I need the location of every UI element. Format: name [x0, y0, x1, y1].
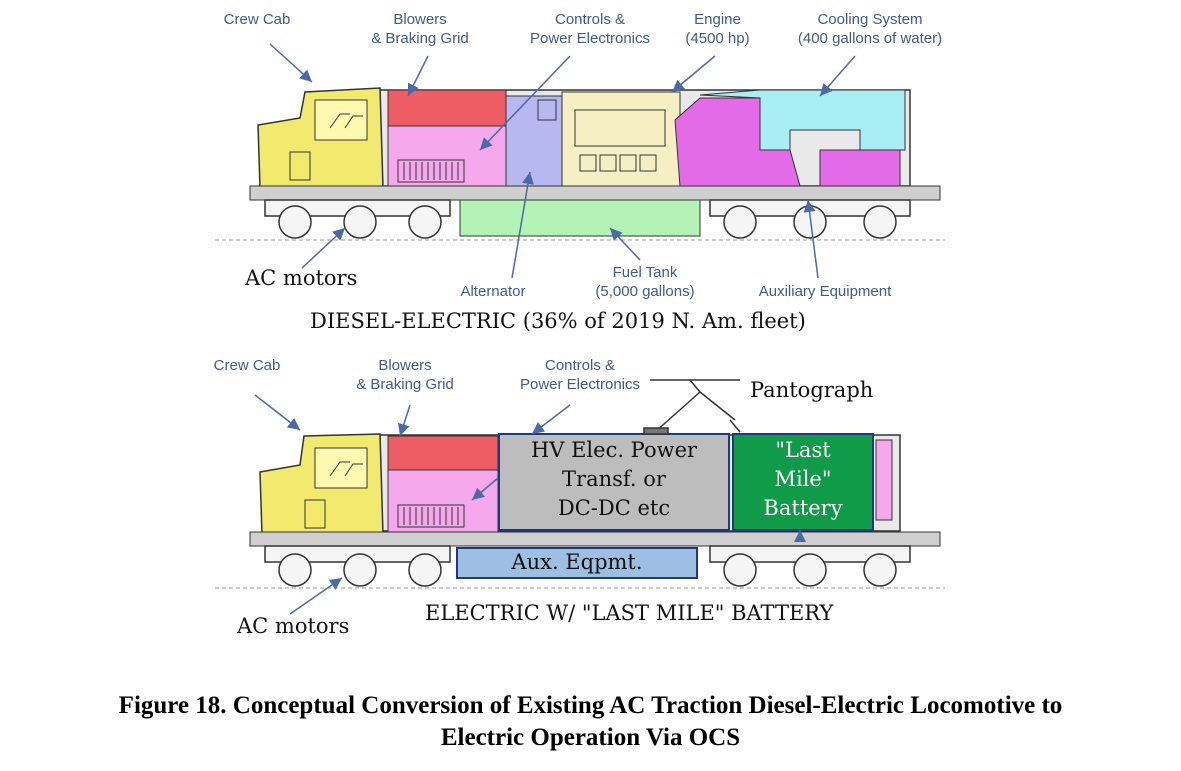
diesel-label-engine: Engine (4500 hp)	[685, 11, 750, 47]
electric-label-pantograph: Pantograph	[750, 378, 874, 402]
electric-label-crew-cab: Crew Cab	[213, 357, 281, 374]
figure-caption-line-2: Electric Operation Via OCS	[440, 724, 741, 751]
diesel-auxiliary-equipment	[819, 149, 901, 187]
diesel-label-blowers: Blowers & Braking Grid	[371, 11, 469, 47]
diesel-label-fuel-tank: Fuel Tank (5,000 gallons)	[595, 264, 695, 300]
electric-cab-window	[314, 447, 368, 489]
diesel-fuel-tank	[459, 199, 701, 237]
diesel-controls-compartment	[505, 95, 563, 189]
electric-blowers-grid	[387, 435, 499, 471]
electric-label-arrows	[254, 394, 806, 615]
diesel-cab-window	[314, 99, 368, 141]
aux-box-text: Aux. Eqpmt.	[511, 550, 643, 574]
electric-label-controls: Controls & Power Electronics	[519, 357, 641, 393]
electric-label-blowers: Blowers & Braking Grid	[356, 357, 454, 393]
electric-label-ac-motors: AC motors	[237, 614, 350, 638]
electric-underframe	[249, 531, 941, 547]
pantograph-icon	[643, 379, 741, 435]
diesel-label-ac-motors: AC motors	[245, 266, 358, 290]
diesel-label-arrows	[269, 43, 856, 279]
diesel-label-crew-cab: Crew Cab	[223, 11, 291, 28]
diesel-blowers-grid	[387, 89, 507, 127]
diesel-blower-compartment	[387, 125, 507, 189]
battery-box	[732, 433, 874, 531]
diesel-diagram-title: DIESEL-ELECTRIC (36% of 2019 N. Am. flee…	[310, 309, 806, 333]
hv-power-box-text: HV Elec. Power Transf. or DC-DC etc	[530, 438, 698, 520]
diesel-label-cooling: Cooling System (400 gallons of water)	[797, 11, 943, 47]
figure-caption-line-1: Figure 18. Conceptual Conversion of Exis…	[118, 692, 1063, 719]
diesel-label-controls: Controls & Power Electronics	[529, 11, 651, 47]
battery-box-text: "Last Mile" Battery	[763, 438, 843, 520]
aux-equipment-box	[456, 547, 698, 579]
diesel-engine-compartment	[561, 91, 681, 189]
diesel-underframe	[249, 185, 941, 201]
electric-locomotive	[215, 379, 945, 589]
diesel-label-alternator: Alternator	[460, 283, 526, 300]
hv-power-box	[498, 433, 730, 531]
diesel-cooling-system	[699, 89, 906, 151]
diesel-locomotive	[215, 87, 945, 241]
diesel-label-auxiliary: Auxiliary Equipment	[758, 283, 892, 300]
electric-diagram-title: ELECTRIC W/ "LAST MILE" BATTERY	[425, 601, 834, 625]
